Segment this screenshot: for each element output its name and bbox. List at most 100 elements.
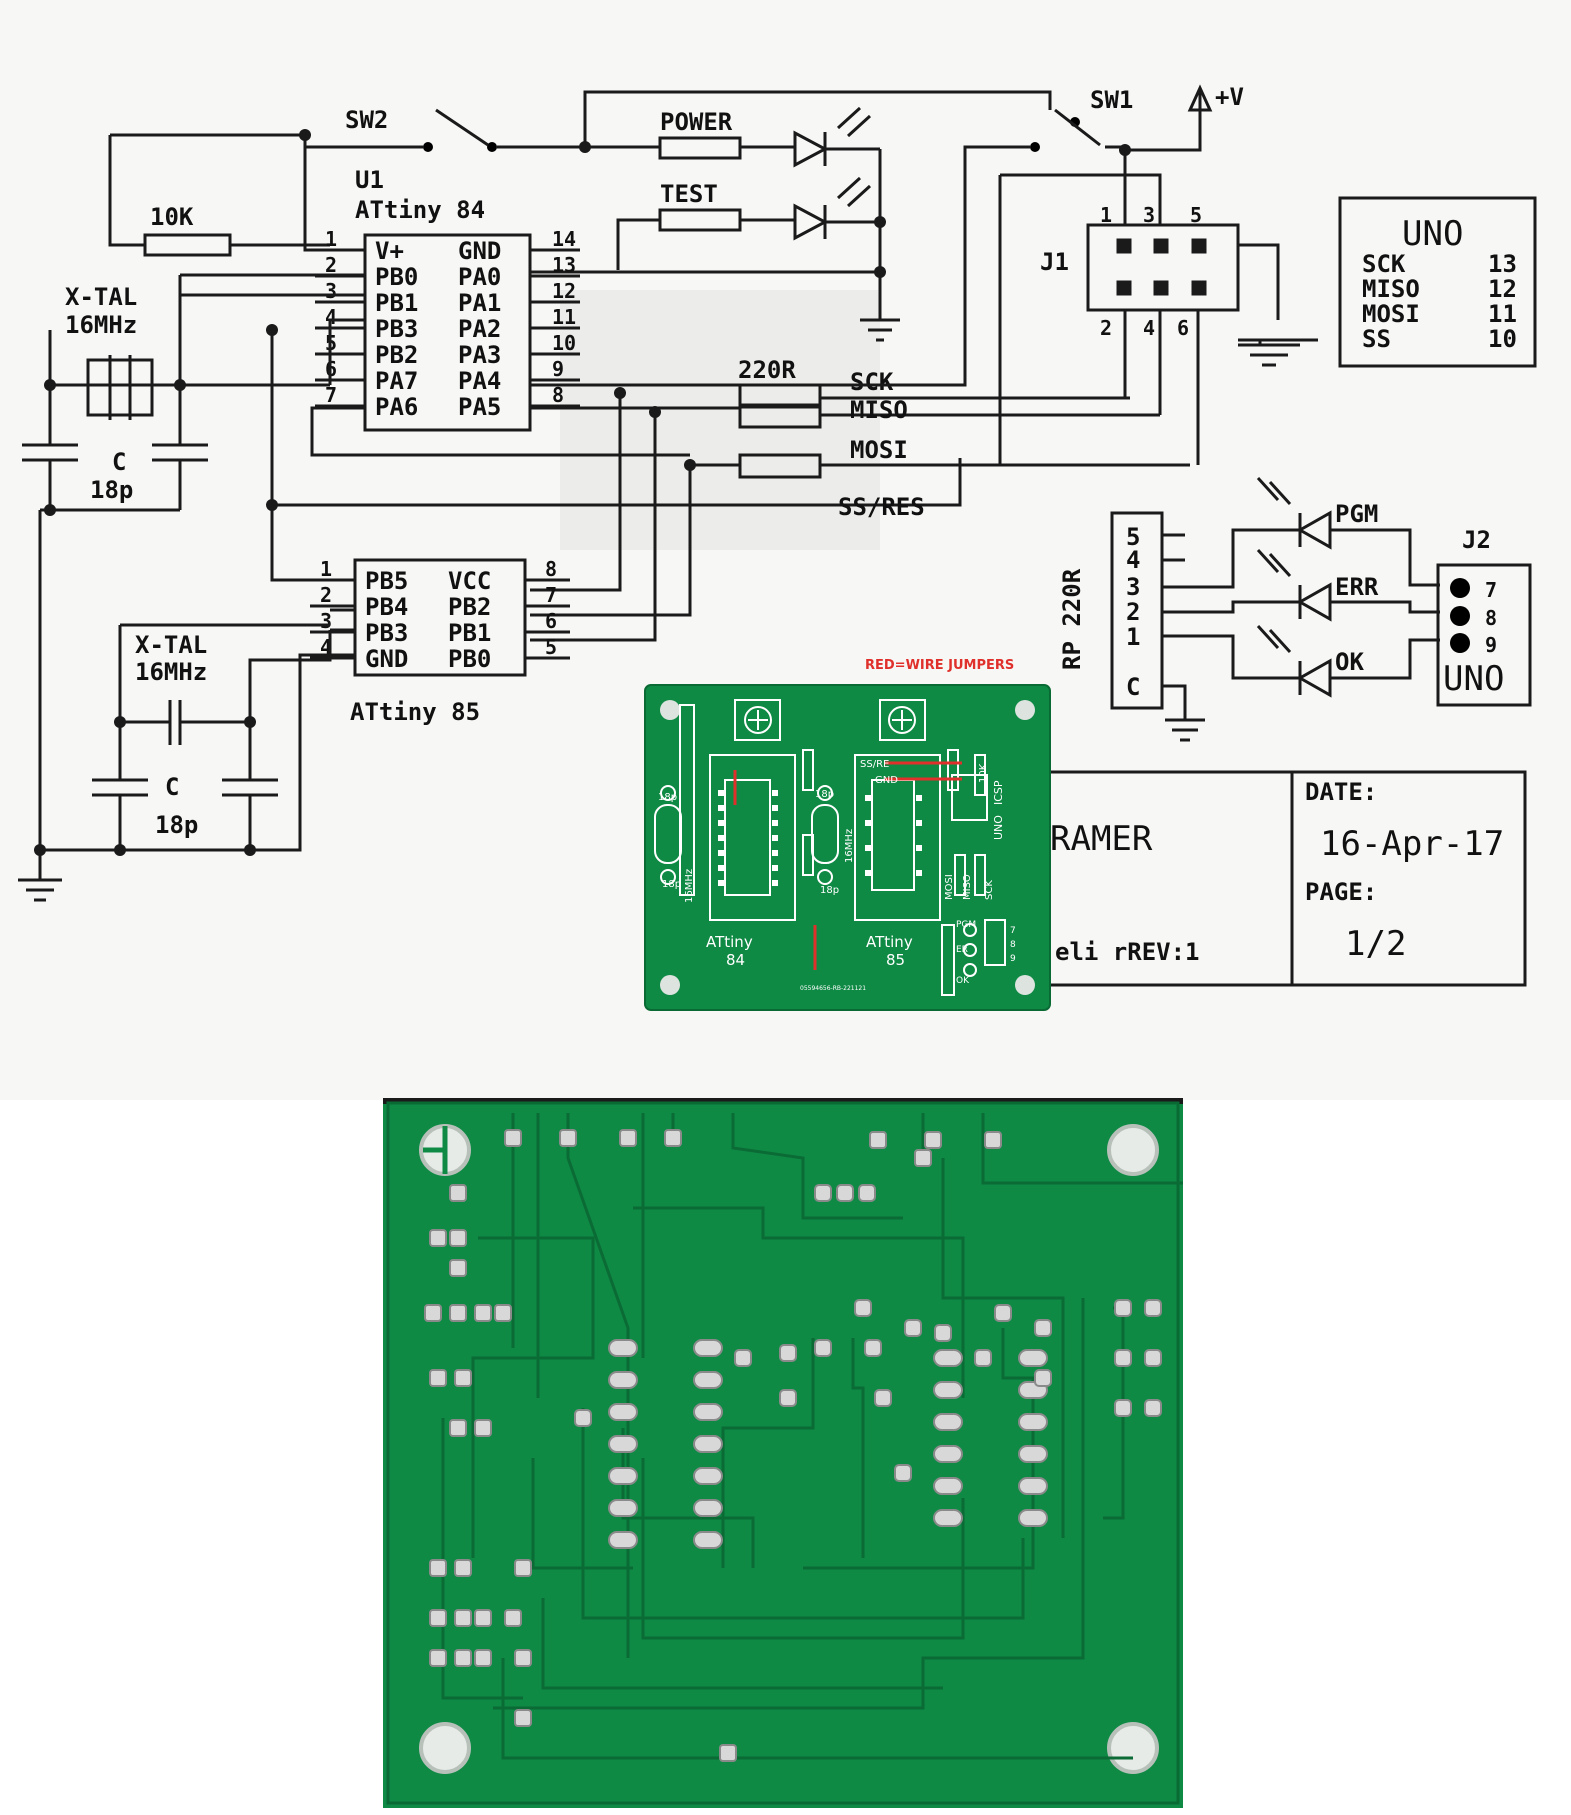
u85-pin-num-left: 3 <box>320 609 332 633</box>
u1-label: U1 <box>355 166 384 194</box>
xtal2-label-b: 16MHz <box>135 658 207 686</box>
pcb-chip84-b: 84 <box>726 951 745 969</box>
u84-pin-left: PB1 <box>375 289 418 317</box>
u85-pin-right: PB0 <box>448 645 491 673</box>
j2-header <box>1436 563 1532 707</box>
j1-pin-4: 4 <box>1143 316 1155 340</box>
u85-pin-right: PB2 <box>448 593 491 621</box>
ok-label: OK <box>1335 648 1364 676</box>
u84-pin-num-left: 1 <box>325 227 337 251</box>
u2-part: ATtiny 85 <box>350 698 480 726</box>
pcb-chip85-b: 85 <box>886 951 905 969</box>
pcb-front: RED=WIRE JUMPERS SS/RE GND 10K ICSP UNO … <box>644 658 1051 1011</box>
title-fragment: RAMER <box>1050 819 1153 859</box>
rp-pin: 3 <box>1126 573 1140 601</box>
pcb-cap-18p-4: 18p <box>820 885 839 896</box>
j1-header <box>1086 223 1240 312</box>
u84-pin-num-right: 13 <box>552 253 576 277</box>
u84-pin-num-right: 12 <box>552 279 576 303</box>
mosi-label: MOSI <box>850 436 908 464</box>
test-label: TEST <box>660 180 718 208</box>
pcb-ssre: SS/RE <box>860 759 889 770</box>
pcb-gnd: GND <box>875 775 898 786</box>
pcb-er: ER <box>956 945 968 955</box>
u2-chip <box>353 558 527 677</box>
uno-row-pin: 11 <box>1488 300 1517 328</box>
u84-pin-right: PA0 <box>458 263 501 291</box>
u84-pin-right: GND <box>458 237 501 265</box>
uno-row-name: SCK <box>1362 250 1406 278</box>
xtal1-label-b: 16MHz <box>65 311 137 339</box>
xtal2-label-a: X-TAL <box>135 631 207 659</box>
u84-pin-num-left: 4 <box>325 305 337 329</box>
pcb-xtal-1: 16MHz <box>684 869 695 903</box>
cap1-label-a: C <box>112 448 126 476</box>
u84-pin-num-left: 2 <box>325 253 337 277</box>
u84-pin-right: PA4 <box>458 367 501 395</box>
u1-chip <box>363 233 532 432</box>
rev-fragment: eli rREV:1 <box>1055 938 1200 966</box>
j2-pin-8: 8 <box>1485 606 1497 630</box>
u1-part: ATtiny 84 <box>355 196 485 224</box>
uno-row-name: MOSI <box>1362 300 1420 328</box>
u84-pin-num-right: 10 <box>552 331 576 355</box>
pcb-cap-18p-3: 18p <box>815 789 834 800</box>
pcb-r10k: 10K <box>978 763 989 783</box>
u84-pin-num-right: 9 <box>552 357 564 381</box>
pgm-label: PGM <box>1335 500 1378 528</box>
wire-jumpers-note: RED=WIRE JUMPERS <box>865 658 1014 673</box>
j2-pin-9: 9 <box>1485 633 1497 657</box>
u84-pin-left: PB3 <box>375 315 418 343</box>
pcb-j2-9: 9 <box>1010 954 1016 964</box>
pcb-cap-18p-2: 18p <box>662 879 681 890</box>
vplus-label: +V <box>1215 83 1244 111</box>
j1-pin-1: 1 <box>1100 203 1112 227</box>
pcb-back <box>383 1098 1183 1808</box>
date-value: 16-Apr-17 <box>1320 824 1504 864</box>
miso-label: MISO <box>850 396 908 424</box>
u85-pin-right: VCC <box>448 567 491 595</box>
ssres-label: SS/RES <box>838 493 925 521</box>
uno-row-pin: 13 <box>1488 250 1517 278</box>
j1-pin-5: 5 <box>1190 203 1202 227</box>
rp-pin: 2 <box>1126 598 1140 626</box>
u84-pin-right: PA3 <box>458 341 501 369</box>
uno-box <box>1338 196 1537 368</box>
u84-pin-num-right: 8 <box>552 383 564 407</box>
page-value: 1/2 <box>1345 924 1406 964</box>
pcb-sck: SCK <box>984 880 995 900</box>
sw1-label: SW1 <box>1090 86 1133 114</box>
j1-label: J1 <box>1040 248 1069 276</box>
date-label: DATE: <box>1305 778 1377 806</box>
pcb-j2-8: 8 <box>1010 940 1016 950</box>
pcb-ok: OK <box>956 976 970 986</box>
pcb-chip85-a: ATtiny <box>866 933 913 951</box>
u85-pin-left: PB5 <box>365 567 408 595</box>
r220-label: 220R <box>738 356 796 384</box>
rp-pin: 4 <box>1126 546 1140 574</box>
err-label: ERR <box>1335 573 1379 601</box>
u84-pin-left: V+ <box>375 237 404 265</box>
pcb-xtal-2: 16MHz <box>844 829 855 863</box>
page-label: PAGE: <box>1305 878 1377 906</box>
pcb-uno: UNO <box>992 815 1005 840</box>
uno-title: UNO <box>1402 214 1463 254</box>
power-label: POWER <box>660 108 733 136</box>
uno-row-pin: 12 <box>1488 275 1517 303</box>
u85-pin-left: PB4 <box>365 593 408 621</box>
pcb-j2-7: 7 <box>1010 926 1016 936</box>
xtal1-label-a: X-TAL <box>65 283 137 311</box>
pcb-mosi: MOSI <box>944 874 955 900</box>
u85-pin-num-right: 8 <box>545 557 557 581</box>
uno-row-pin: 10 <box>1488 325 1517 353</box>
pcb-chip84-a: ATtiny <box>706 933 753 951</box>
rp-pin: 5 <box>1126 523 1140 551</box>
pcb-pgm: PGM <box>956 920 976 930</box>
uno-row-name: MISO <box>1362 275 1420 303</box>
pcb-miso: MISO <box>962 874 973 900</box>
u84-pin-num-right: 14 <box>552 227 576 251</box>
u84-pin-num-left: 3 <box>325 279 337 303</box>
u85-pin-num-left: 2 <box>320 583 332 607</box>
u85-pin-right: PB1 <box>448 619 491 647</box>
u85-pin-num-right: 5 <box>545 635 557 659</box>
